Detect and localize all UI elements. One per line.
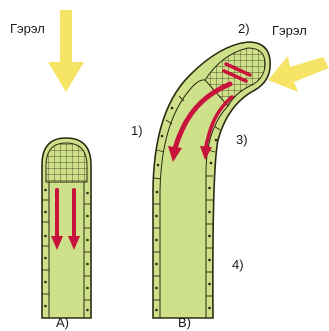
mark-4: 4) <box>232 258 244 271</box>
light-label-left: Гэрэл <box>10 22 45 35</box>
coleoptile-a <box>42 138 91 318</box>
caption-b: B) <box>178 316 191 329</box>
coleoptile-b <box>153 42 270 318</box>
light-arrow-left-icon <box>48 10 84 92</box>
mark-1: 1) <box>131 124 143 137</box>
mark-3: 3) <box>236 133 248 146</box>
light-arrow-right-icon <box>268 56 329 92</box>
mark-2: 2) <box>238 22 250 35</box>
light-label-right: Гэрэл <box>272 24 307 37</box>
caption-a: A) <box>56 316 69 329</box>
